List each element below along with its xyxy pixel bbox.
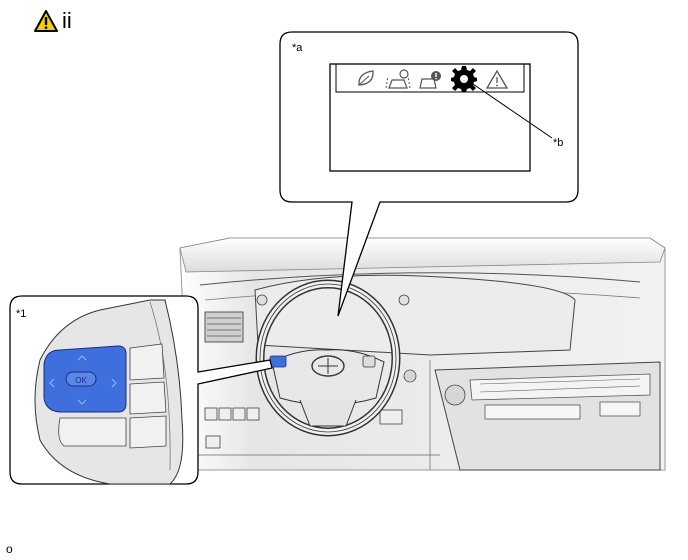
gear-icon: [451, 66, 477, 92]
footer-text: o: [6, 542, 13, 556]
warning-triangle-icon: [34, 10, 58, 32]
callout-a-label: *a: [292, 42, 303, 54]
callout-b-leader: [469, 81, 553, 139]
dashboard-illustration: [179, 237, 666, 471]
callout-b-label: *b: [553, 137, 564, 149]
callout-1-label: *1: [16, 308, 27, 320]
callout-1-box: OK: [9, 295, 273, 485]
driver-assist-icon: [385, 69, 411, 89]
warning-triangle-icon: [485, 69, 509, 89]
callout-a-box: [279, 31, 579, 317]
vehicle-info-icon: [419, 71, 441, 89]
svg-text:OK: OK: [75, 376, 87, 385]
header-text: ii: [62, 8, 72, 33]
eco-leaf-icon: [358, 70, 374, 86]
steering-wheel: [255, 279, 401, 437]
